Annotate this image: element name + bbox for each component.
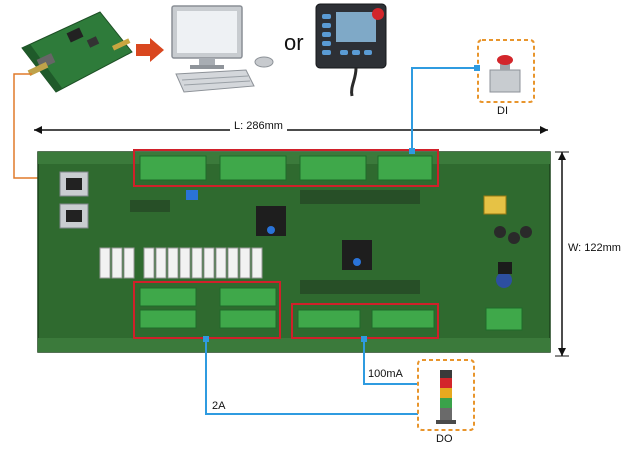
hmi-panel-icon (315, 3, 387, 97)
power-terminal (485, 307, 523, 331)
or-label: or (284, 30, 304, 55)
pci-card-icon (21, 11, 133, 93)
di-device-box (477, 39, 535, 103)
arrow-right-icon (136, 38, 164, 62)
do-terminal-blocks (297, 309, 435, 329)
controller-board (37, 151, 551, 353)
stack-light-icon (436, 370, 456, 424)
length-label: L: 286mm (230, 120, 287, 132)
relay-wire (205, 338, 418, 415)
width-dimension (555, 151, 569, 357)
do-label: DO (436, 433, 453, 445)
do-wire (363, 338, 418, 385)
orange-wire (13, 73, 60, 179)
relay-row (99, 247, 263, 279)
relay-current-label: 2A (212, 400, 226, 412)
keyboard-icon (175, 69, 255, 93)
di-wire (411, 67, 478, 152)
do-device-box (417, 359, 475, 431)
pc-monitor-icon (171, 5, 243, 69)
di-terminal-highlight (133, 149, 439, 187)
do-current-label: 100mA (368, 368, 403, 380)
top-terminal-blocks (139, 155, 433, 181)
width-label: W: 122mm (568, 242, 621, 254)
length-dimension (34, 126, 548, 134)
push-button-icon (489, 55, 521, 93)
relay-terminal-blocks (139, 287, 277, 329)
di-label: DI (497, 105, 508, 117)
mouse-icon (254, 56, 274, 68)
